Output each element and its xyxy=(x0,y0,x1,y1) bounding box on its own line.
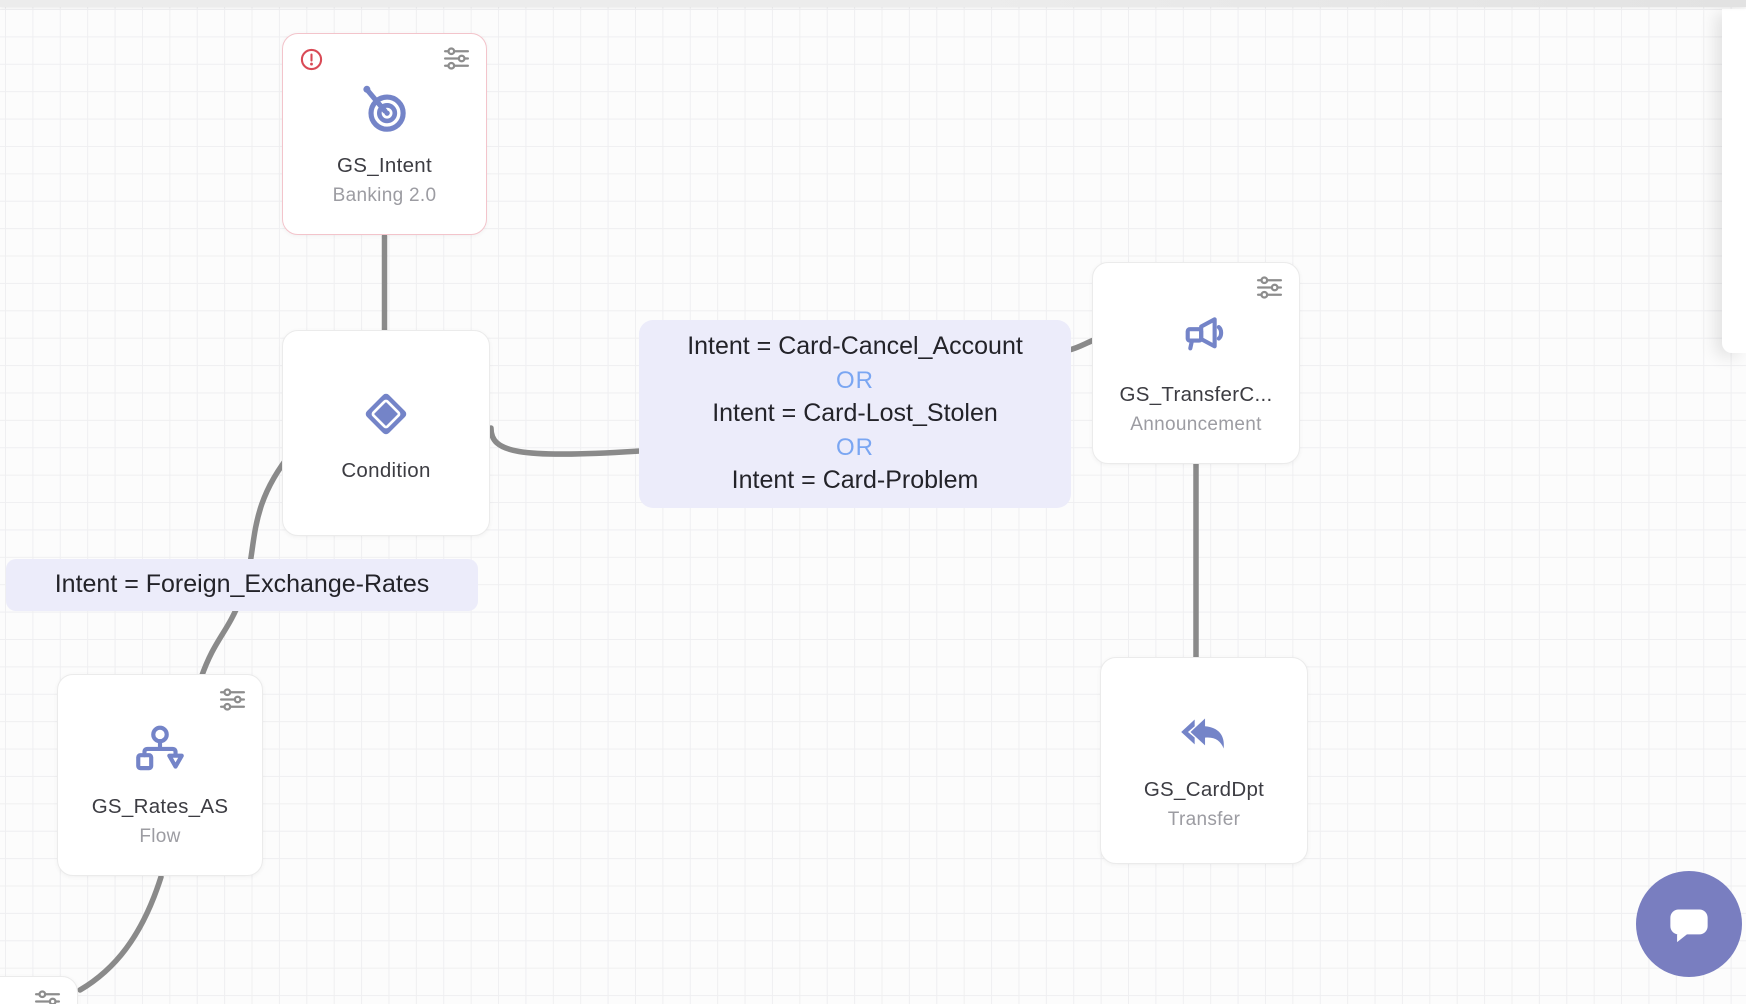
node-gs-rates-as[interactable]: GS_Rates_AS Flow xyxy=(57,674,263,876)
side-panel-edge xyxy=(1722,9,1746,353)
condition-line: Intent = Card-Cancel_Account xyxy=(687,332,1023,361)
diamond-icon xyxy=(357,385,415,443)
condition-line: Intent = Card-Problem xyxy=(731,466,979,495)
sliders-icon[interactable] xyxy=(33,989,62,1004)
sliders-icon[interactable] xyxy=(218,687,247,712)
sliders-icon[interactable] xyxy=(1255,275,1284,300)
node-title: Condition xyxy=(341,459,431,482)
toolbar-edge xyxy=(0,0,1746,7)
node-subtitle: Announcement xyxy=(1130,414,1262,435)
sliders-icon[interactable] xyxy=(442,46,471,71)
node-title: GS_TransferC... xyxy=(1119,383,1273,406)
edge-label-fx-condition[interactable]: Intent = Foreign_Exchange-Rates xyxy=(6,559,478,611)
node-title: GS_CardDpt xyxy=(1143,778,1265,801)
node-gs-transferc[interactable]: GS_TransferC... Announcement xyxy=(1092,262,1300,464)
node-subtitle: Banking 2.0 xyxy=(332,185,437,206)
or-operator: OR xyxy=(836,433,874,461)
megaphone-icon xyxy=(1167,309,1225,367)
node-title: GS_Rates_AS xyxy=(91,795,229,818)
chat-button[interactable] xyxy=(1636,871,1742,977)
condition-line: Intent = Card-Lost_Stolen xyxy=(712,399,998,428)
or-operator: OR xyxy=(836,366,874,394)
reply-all-icon xyxy=(1175,704,1233,762)
target-icon xyxy=(356,80,414,138)
flow-icon xyxy=(131,721,189,779)
edge-label-card-conditions[interactable]: Intent = Card-Cancel_Account OR Intent =… xyxy=(639,320,1071,508)
condition-line: Intent = Foreign_Exchange-Rates xyxy=(54,570,430,599)
node-gs-intent[interactable]: GS_Intent Banking 2.0 xyxy=(282,33,487,235)
node-subtitle: Transfer xyxy=(1167,809,1241,830)
node-gs-carddpt[interactable]: GS_CardDpt Transfer xyxy=(1100,657,1308,864)
chat-bubble-icon xyxy=(1670,909,1708,943)
node-subtitle: Flow xyxy=(139,826,181,847)
node-condition[interactable]: Condition xyxy=(282,330,490,536)
node-partial-bottom-left[interactable] xyxy=(0,976,78,1004)
node-title: GS_Intent xyxy=(336,154,432,177)
error-icon xyxy=(299,47,324,72)
